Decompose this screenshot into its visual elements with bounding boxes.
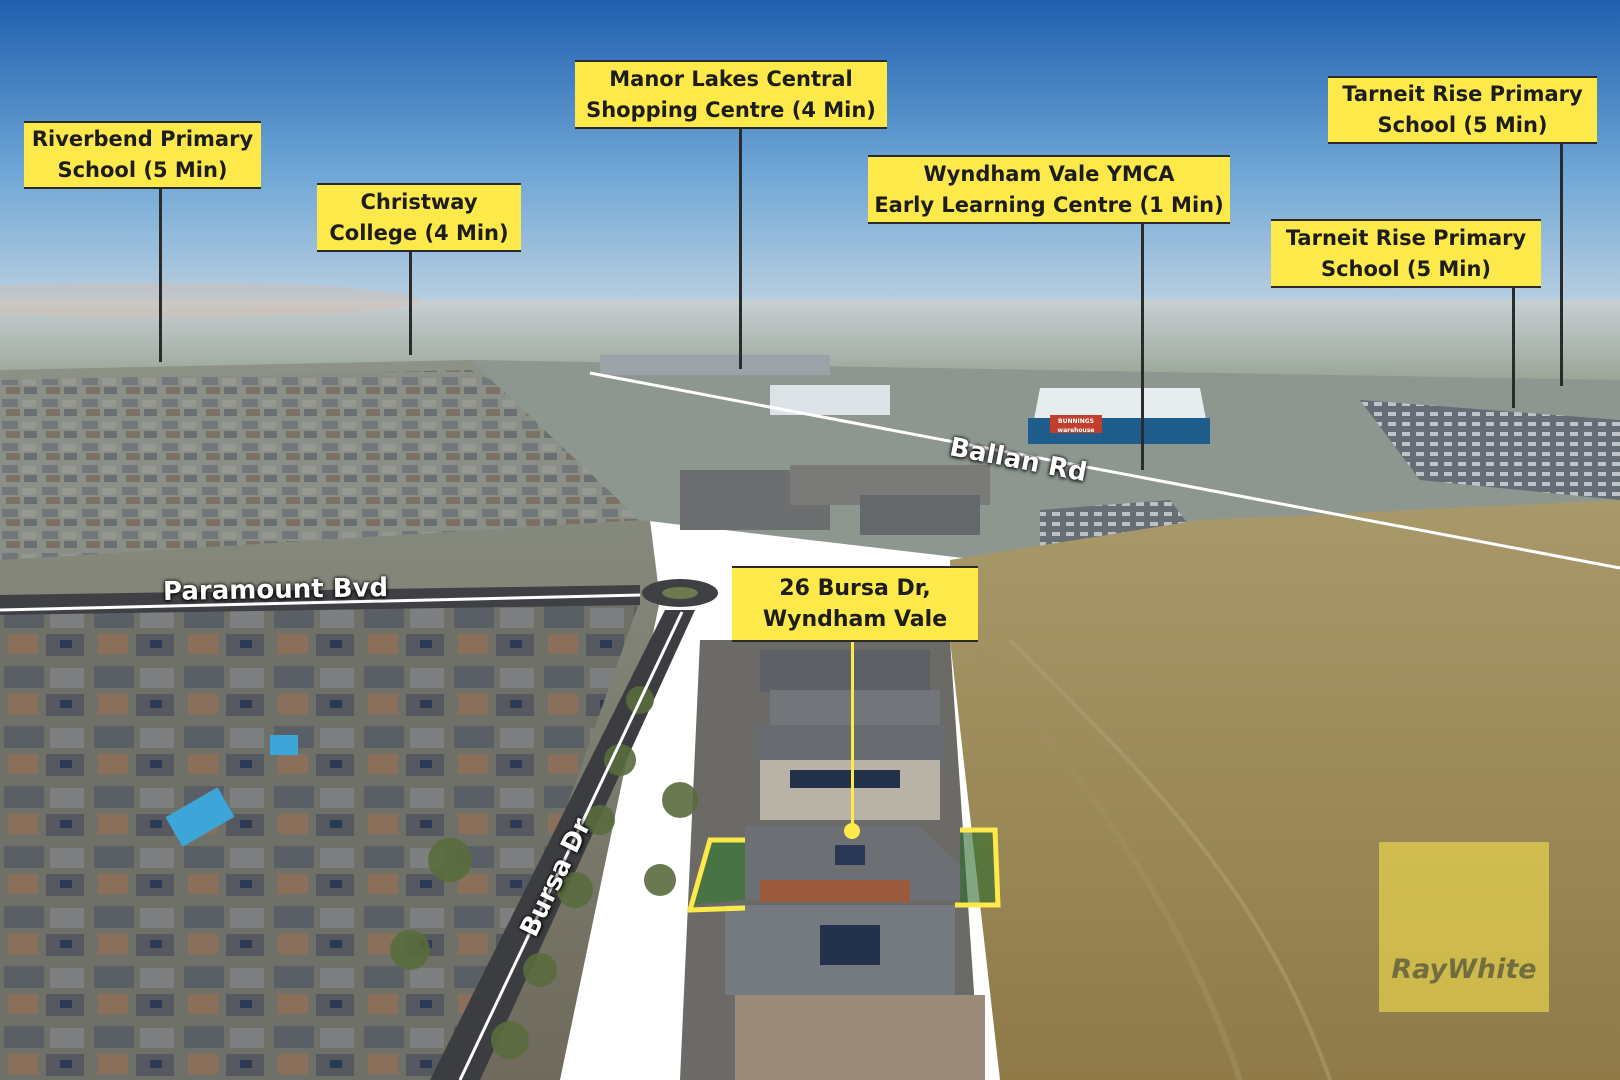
callout-line2: School (5 Min) [1377,113,1548,137]
leader-ymca [1141,224,1144,470]
leader-tarneit-far [1560,144,1563,386]
callout-line1: 26 Bursa Dr, [779,576,931,601]
logo-text: RayWhite [1391,954,1537,985]
callout-christway-college: Christway College (4 Min) [317,183,521,252]
leader-property [851,642,854,832]
callout-line2: College (4 Min) [329,220,509,245]
callout-line2: Early Learning Centre (1 Min) [874,192,1224,217]
callout-line2: School (5 Min) [1320,256,1492,281]
leader-riverbend [159,189,162,362]
store-sign: BUNNINGS warehouse [1057,418,1095,434]
leader-manor-lakes [739,129,742,369]
callout-line1: Tarneit Rise Primary [1342,82,1583,106]
callout-manor-lakes: Manor Lakes Central Shopping Centre (4 M… [575,60,887,129]
callout-property-address: 26 Bursa Dr, Wyndham Vale [732,566,978,642]
callout-line1: Christway [360,189,478,214]
callout-tarneit-rise-near: Tarneit Rise Primary School (5 Min) [1271,219,1541,288]
callout-line1: Manor Lakes Central [609,66,853,91]
callout-line2: School (5 Min) [57,158,228,182]
leader-tarneit-near [1512,288,1515,408]
callout-line1: Wyndham Vale YMCA [923,161,1175,186]
callout-line1: Riverbend Primary [31,127,254,151]
leader-christway [409,252,412,355]
callout-line1: Tarneit Rise Primary [1285,225,1527,250]
callout-line2: Wyndham Vale [762,607,948,632]
road-label-paramount-bvd: Paramount Bvd [162,573,389,607]
callout-line2: Shopping Centre (4 Min) [586,97,876,122]
callout-tarneit-rise-far: Tarneit Rise Primary School (5 Min) [1328,76,1597,144]
raywhite-logo: RayWhite [1379,842,1549,1012]
callout-riverbend-primary: Riverbend Primary School (5 Min) [24,121,261,189]
callout-wyndham-vale-ymca: Wyndham Vale YMCA Early Learning Centre … [868,155,1230,224]
